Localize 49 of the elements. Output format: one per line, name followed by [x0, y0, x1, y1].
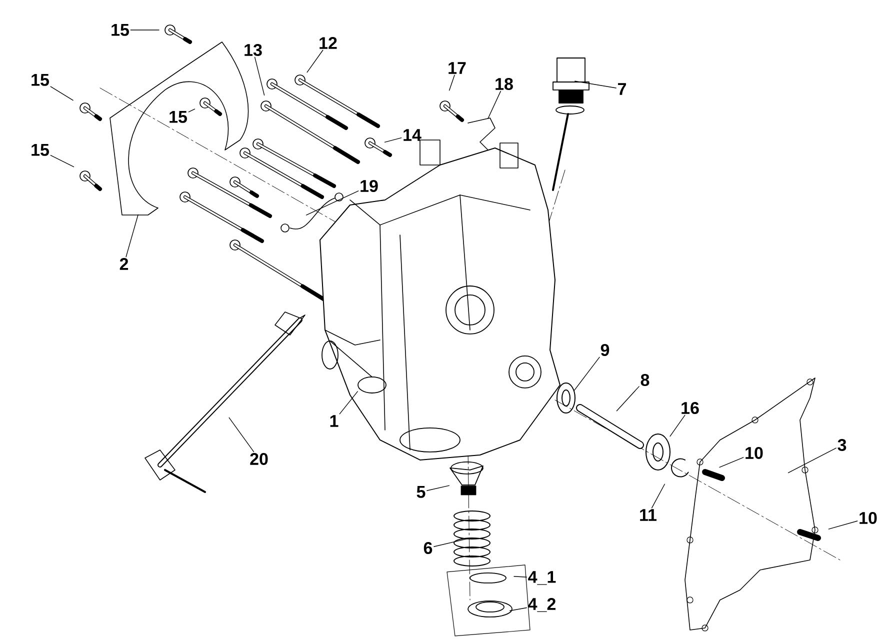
callout-number: 8: [640, 374, 650, 386]
callout-number: 11: [640, 509, 657, 521]
leader-line: [50, 86, 74, 101]
leader-line: [434, 538, 469, 547]
leader-line: [651, 484, 666, 508]
leader-line: [126, 214, 138, 258]
callout-number: 15: [32, 144, 49, 156]
callout-number: 4_1: [528, 571, 556, 585]
callout-number: 15: [32, 74, 49, 86]
leader-line: [488, 90, 502, 119]
leader-line: [514, 576, 527, 578]
leader-line: [719, 457, 744, 468]
leader-line: [306, 190, 359, 216]
callout-number: 4_2: [528, 598, 556, 612]
leader-line: [254, 56, 265, 96]
leader-line: [306, 50, 324, 73]
leader-line: [616, 386, 640, 412]
callout-number: 6: [424, 542, 432, 554]
leader-line: [574, 80, 616, 88]
leader-line: [788, 448, 836, 474]
callout-number: 7: [618, 83, 626, 95]
leader-line: [670, 414, 686, 437]
callout-number: 19: [360, 180, 378, 192]
callout-number: 13: [244, 44, 262, 56]
leader-line: [228, 417, 254, 452]
leader-line: [188, 108, 196, 112]
callout-number: 9: [600, 344, 610, 356]
callout-number: 12: [320, 37, 337, 49]
callout-number: 18: [496, 78, 513, 90]
leader-line: [426, 485, 450, 491]
leader-line: [50, 154, 74, 168]
callout-number: 15: [170, 111, 187, 123]
callout-number: 10: [860, 512, 877, 524]
callout-number: 15: [112, 24, 129, 36]
callout-number: 2: [120, 258, 128, 270]
callout-number: 20: [250, 452, 268, 465]
callout-number: 10: [746, 446, 763, 459]
leader-line: [510, 607, 527, 612]
callout-number: 1: [330, 415, 338, 427]
callout-number: 17: [448, 62, 466, 74]
leader-line: [339, 391, 358, 414]
callout-number: 5: [416, 486, 426, 498]
callout-number: 3: [838, 438, 846, 452]
leader-line: [448, 74, 455, 91]
leader-line: [828, 520, 858, 530]
leader-line: [574, 356, 600, 391]
leader-line: [384, 137, 402, 143]
callout-number: 16: [682, 402, 699, 414]
callout-number: 14: [404, 129, 422, 141]
